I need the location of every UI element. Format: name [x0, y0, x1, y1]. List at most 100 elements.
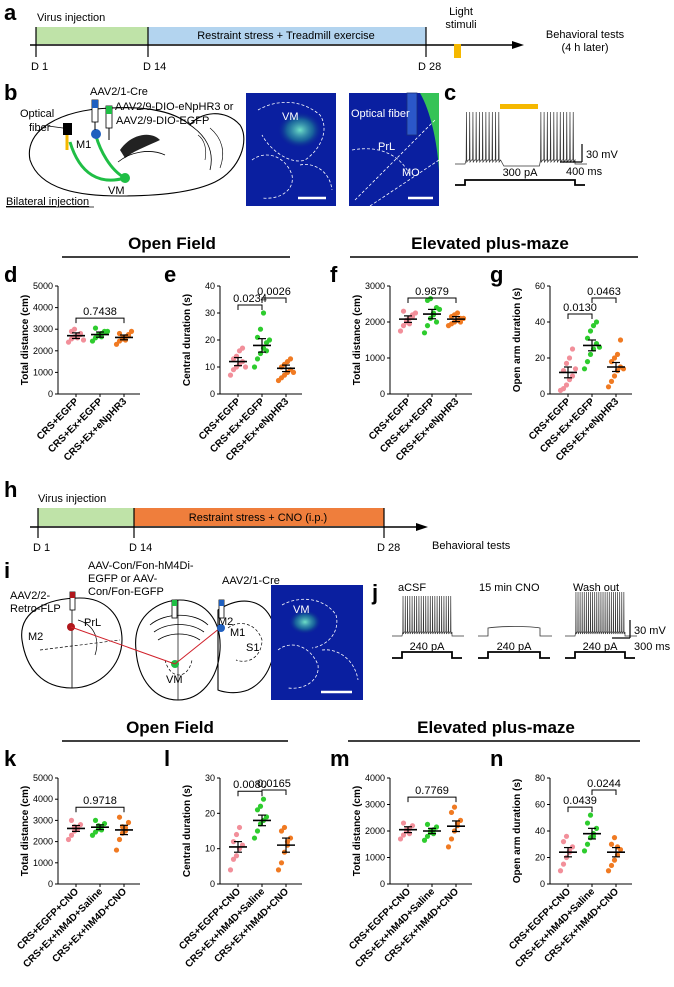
- data-point: [421, 837, 428, 843]
- j-step-1: [392, 651, 462, 659]
- b-vm-label: VM: [108, 185, 125, 197]
- data-point: [584, 841, 591, 847]
- y-tick-label: 0: [48, 389, 53, 399]
- j-scale-v: 30 mV: [634, 625, 666, 637]
- y-tick-label: 0: [380, 879, 385, 889]
- panel-letter-g: g: [490, 262, 503, 287]
- data-point: [77, 822, 84, 828]
- data-point: [287, 356, 294, 362]
- virus-label: Virus injection: [37, 12, 105, 24]
- timeline-a-d14: D 14: [143, 61, 166, 73]
- trace-j-cno: [478, 626, 552, 637]
- y-tick-label: 1000: [365, 353, 385, 363]
- h-cno-label: Restraint stress + CNO (i.p.): [189, 512, 327, 524]
- j-current-3: 240 pA: [583, 641, 619, 653]
- j-scale-t: 300 ms: [634, 641, 671, 653]
- b-fiber-label-2: fiber: [29, 122, 51, 134]
- p-value-label: 0.0234: [233, 293, 267, 305]
- data-point: [257, 326, 264, 332]
- light-label-1: Light: [449, 6, 473, 18]
- p-value-label: 0.0165: [257, 778, 291, 790]
- data-point: [566, 355, 573, 361]
- y-tick-label: 60: [535, 281, 545, 291]
- panel-i: i AAV2/2- Retro-FLP PrL M2 VM AAV-Con/Fo…: [4, 558, 363, 701]
- significance-bracket: [591, 297, 617, 303]
- data-point: [65, 836, 72, 843]
- data-point: [448, 836, 455, 842]
- c-current-label: 300 pA: [503, 167, 539, 179]
- m1-site: [91, 129, 101, 139]
- light-label-2: stimuli: [445, 19, 476, 31]
- data-point: [563, 360, 570, 366]
- significance-bracket: [591, 789, 617, 795]
- data-point: [605, 868, 612, 874]
- y-tick-label: 40: [535, 826, 545, 836]
- data-point: [281, 824, 288, 831]
- panel-c: c 30 mV 400 ms 300 pA: [444, 80, 618, 186]
- data-point: [593, 825, 600, 831]
- panel-letter-c: c: [444, 80, 456, 105]
- significance-bracket: [567, 806, 593, 813]
- c-current-step: [455, 179, 585, 186]
- data-point: [584, 820, 591, 826]
- section-open-field-2: Open Field: [126, 718, 214, 737]
- b-dio-label-2: AAV2/9-DIO-EGFP: [116, 115, 209, 127]
- significance-bracket: [237, 790, 263, 797]
- sagittal-brain-outline: [28, 107, 245, 197]
- y-axis-label: Total distance (cm): [20, 295, 31, 385]
- i-m1-label: M1: [230, 627, 245, 639]
- panel-b: b AAV2/1-Cre AAV2/9-DIO-eNpHR3 or AAV2/9…: [4, 80, 440, 208]
- i-con-1: AAV-Con/Fon-hM4Di-: [88, 560, 194, 572]
- data-point: [230, 839, 237, 845]
- data-point: [611, 355, 618, 361]
- img2-fiber-label: Optical fiber: [351, 108, 410, 120]
- data-point: [287, 835, 294, 841]
- y-tick-label: 0: [210, 879, 215, 889]
- j-step-2: [478, 651, 550, 659]
- optical-fiber-icon: [63, 123, 72, 135]
- data-point: [457, 319, 464, 325]
- c-scale-t: 400 ms: [566, 166, 603, 178]
- h-cno-bar: [134, 508, 384, 526]
- data-point: [587, 351, 594, 357]
- panel-letter-b: b: [4, 80, 17, 105]
- data-point: [563, 833, 570, 839]
- data-point: [251, 835, 258, 841]
- coronal-slice-middle: [135, 599, 221, 701]
- restraint-label: Restraint stress + Treadmill exercise: [197, 30, 375, 42]
- y-tick-label: 20: [205, 808, 215, 818]
- y-tick-label: 0: [210, 389, 215, 399]
- data-point: [400, 323, 407, 329]
- panel-letter-h: h: [4, 477, 17, 502]
- data-point: [560, 861, 567, 867]
- panel-letter-m: m: [330, 746, 350, 771]
- b-fiber-label-1: Optical: [20, 108, 54, 120]
- data-point: [275, 867, 282, 873]
- data-point: [412, 310, 419, 316]
- y-tick-label: 0: [380, 389, 385, 399]
- section-open-field-1: Open Field: [128, 234, 216, 253]
- data-point: [113, 847, 120, 853]
- data-point: [590, 323, 597, 329]
- projection-m1-vm: [94, 135, 126, 180]
- data-point: [236, 824, 243, 831]
- data-point: [427, 296, 434, 302]
- tests-label-2: (4 h later): [561, 42, 608, 54]
- data-point: [614, 351, 621, 357]
- trace-c: [455, 111, 587, 167]
- data-point: [278, 828, 285, 834]
- panel-j: j aCSF 15 min CNO Wash out 240 pA 240 pA…: [371, 580, 671, 659]
- y-tick-label: 20: [535, 353, 545, 363]
- data-point: [68, 832, 75, 838]
- timeline-a-arrow: [512, 41, 524, 49]
- data-point: [266, 337, 273, 343]
- data-point: [251, 364, 258, 370]
- data-point: [424, 323, 431, 329]
- i-s1-label: S1: [246, 642, 259, 654]
- j-current-2: 240 pA: [497, 641, 533, 653]
- panel-letter-j: j: [371, 580, 378, 605]
- p-value-label: 0.9879: [415, 286, 449, 298]
